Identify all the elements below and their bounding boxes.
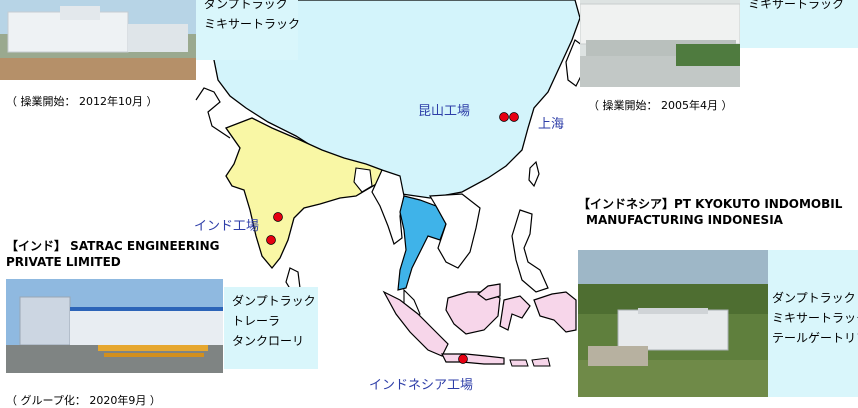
india-product-3: タンクローリ <box>232 334 305 348</box>
india-product-2: トレーラ <box>232 314 281 328</box>
west-outline <box>195 87 231 139</box>
china-right-caption: （ 操業開始： 2005年4月 ） <box>588 99 733 112</box>
india-heading-line-2: PRIVATE LIMITED <box>6 255 121 269</box>
indonesia-java <box>441 353 505 365</box>
indonesia-heading-line-1: 【インドネシア】PT KYOKUTO INDOMOBIL <box>578 197 843 211</box>
india-factory-marker-2 <box>266 235 276 245</box>
indonesia-product-1: ダンプトラック <box>772 291 856 305</box>
indonesia-borneo <box>445 291 501 335</box>
china-right-product-1: ミキサートラック <box>748 0 845 11</box>
indonesia-sumatra <box>382 290 449 357</box>
indochina-outline <box>428 193 481 269</box>
indonesia-factory-photo <box>578 250 768 397</box>
china-right-product-box: ミキサートラック <box>740 0 858 48</box>
china-left-product-box: ダンプトラック ミキサートラック <box>196 0 301 60</box>
bangladesh-outline <box>353 167 373 193</box>
india-caption: （ グループ化： 2020年9月 ） <box>6 394 161 407</box>
india-heading-line-1: 【インド】 SATRAC ENGINEERING <box>6 239 220 253</box>
china-left-caption: （ 操業開始： 2012年10月 ） <box>6 95 158 108</box>
indonesia-product-2: ミキサートラック <box>772 311 858 325</box>
indonesia-product-box: ダンプトラック ミキサートラック テールゲートリフタ <box>768 250 858 397</box>
shanghai-marker <box>509 112 519 122</box>
indonesia-factory-marker <box>458 354 468 364</box>
china-left-product-2: ミキサートラック <box>204 17 301 31</box>
philippines-outline <box>511 209 549 293</box>
indonesia-papua <box>477 283 501 301</box>
shanghai-label: 上海 <box>538 117 565 132</box>
indonesia-nusa-tenggara <box>509 357 551 367</box>
china-left-product-1: ダンプトラック <box>204 0 288 11</box>
india-product-1: ダンプトラック <box>232 294 316 308</box>
indonesia-product-3: テールゲートリフタ <box>772 331 858 345</box>
india-factory-photo <box>6 279 223 373</box>
kunshan-factory-marker <box>499 112 509 122</box>
india-region <box>224 117 383 270</box>
indonesia-sulawesi <box>499 295 531 331</box>
china-right-factory-photo <box>580 0 740 87</box>
indonesia-east <box>533 291 577 333</box>
india-factory-label: インド工場 <box>194 219 260 234</box>
china-left-factory-photo <box>0 0 196 80</box>
taiwan-island <box>528 160 540 188</box>
india-factory-marker-1 <box>273 212 283 222</box>
kunshan-factory-label: 昆山工場 <box>418 104 471 119</box>
indonesia-heading-line-2: MANUFACTURING INDONESIA <box>586 213 783 227</box>
myanmar-outline <box>371 169 405 245</box>
india-product-box: ダンプトラック トレーラ タンクローリ <box>224 287 318 369</box>
indonesia-factory-label: インドネシア工場 <box>369 378 474 393</box>
